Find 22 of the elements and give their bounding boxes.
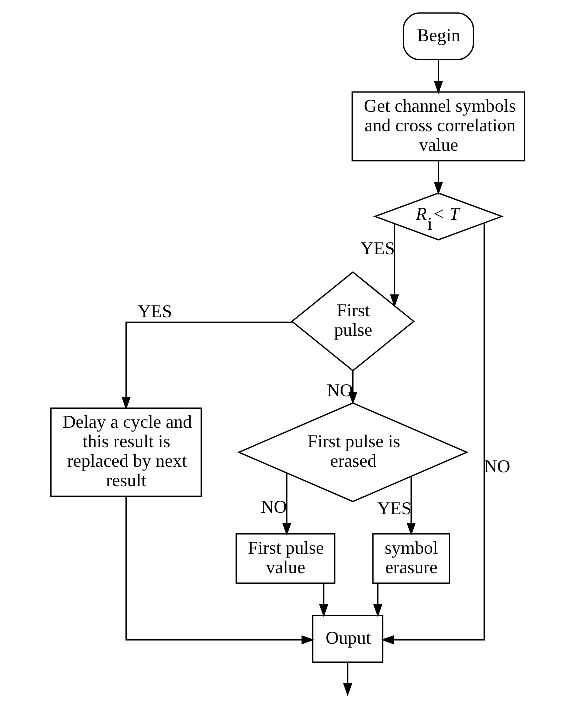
edge-label: YES (360, 238, 395, 259)
arrow (282, 474, 292, 536)
node-box: Ouput (312, 615, 384, 664)
node-box: Get channel symbols and cross correlation value (351, 92, 525, 162)
arrow (121, 322, 292, 410)
node-diamond: First pulse is erased (236, 402, 468, 502)
arrow (434, 161, 443, 196)
node-box: Begin (402, 12, 474, 61)
arrow (406, 476, 416, 536)
arrow (390, 224, 399, 308)
arrow (434, 60, 443, 94)
arrow (125, 496, 314, 645)
node-box: First pulse value (235, 534, 336, 584)
arrow (342, 662, 352, 696)
edge-label: NO (484, 456, 510, 476)
node-box: Delay a cycle and this result is replaced by next result (50, 408, 202, 498)
arrow (380, 223, 485, 645)
node-diamond: First pulse (290, 272, 415, 372)
arrow (373, 584, 382, 618)
edge-label: YES (138, 302, 172, 322)
node-box: symbol erasure (372, 534, 450, 584)
arrow (318, 584, 328, 618)
